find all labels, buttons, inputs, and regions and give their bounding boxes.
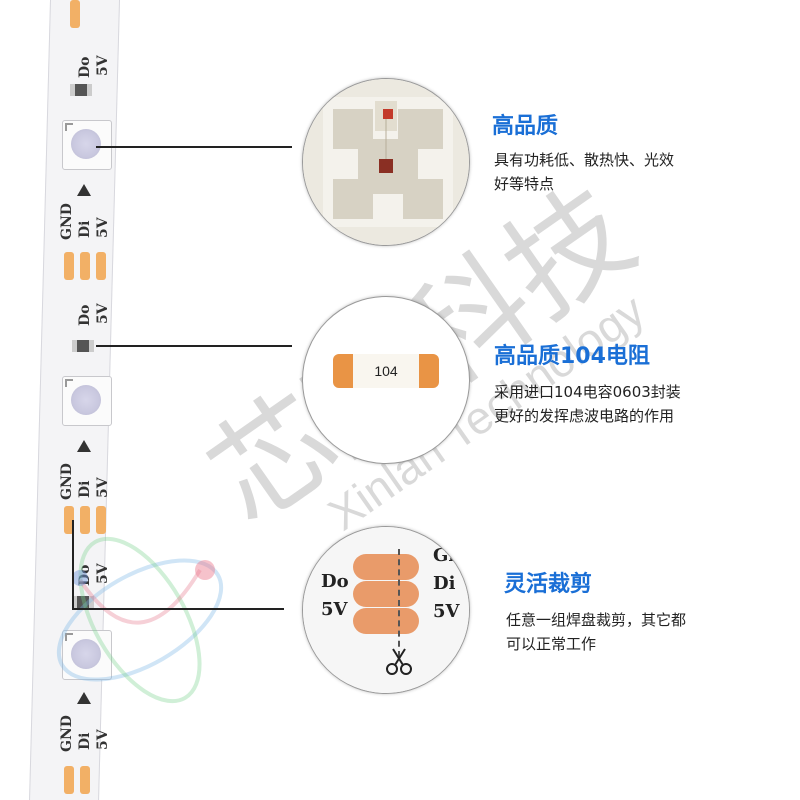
solder-pad (80, 252, 90, 280)
resistor-marking: 104 (353, 354, 419, 388)
cut-pad (353, 581, 419, 607)
solder-pad (70, 0, 80, 28)
connector-line (72, 520, 74, 610)
cut-pad (353, 608, 419, 634)
resistor-104: 104 (333, 354, 439, 388)
connector-line (72, 608, 284, 610)
cut-pad (353, 554, 419, 580)
scissors-icon (386, 648, 412, 675)
solder-pad (64, 766, 74, 794)
silk-label-5v: 5V (95, 217, 111, 238)
silk-label-5v: 5V (95, 477, 111, 498)
silk-label-gnd: GND (59, 463, 75, 500)
pad-label-g: Gl (433, 545, 456, 566)
solder-pad (96, 506, 106, 534)
silk-label-do: Do (77, 304, 93, 326)
pad-label-5v: 5V (321, 599, 348, 620)
led-chip (62, 376, 112, 426)
silk-label-gnd: GND (59, 203, 75, 240)
solder-pad (96, 252, 106, 280)
smd-resistor (72, 596, 94, 608)
feature-desc-cut-line1: 任意一组焊盘裁剪，其它都 (506, 611, 687, 629)
pad-label-di: Di (433, 573, 456, 594)
solder-pad (80, 766, 90, 794)
feature-desc-resistor-line1: 采用进口104电容0603封装 (494, 383, 681, 401)
led-chip (62, 630, 112, 680)
direction-arrow-icon (77, 184, 91, 196)
feature-title-led: 高品质 (492, 114, 559, 139)
resistor-closeup: 104 (302, 296, 470, 464)
feature-desc-led-line2: 好等特点 (494, 175, 555, 193)
smd-resistor (72, 340, 94, 352)
silk-label-5v: 5V (95, 303, 111, 324)
feature-desc-cut-line2: 可以正常工作 (506, 635, 597, 653)
led-chip (62, 120, 112, 170)
silk-label-do: Do (77, 56, 93, 78)
led-chip-icon (303, 79, 469, 245)
led-closeup (302, 78, 470, 246)
silk-label-5v: 5V (95, 55, 111, 76)
solder-pad (64, 506, 74, 534)
connector-line (96, 146, 292, 148)
feature-title-resistor: 高品质104电阻 (494, 344, 650, 369)
silk-label-di: Di (77, 220, 93, 238)
feature-desc-resistor-line2: 更好的发挥虑波电路的作用 (494, 407, 675, 425)
connector-line (96, 345, 292, 347)
watermark-logo-icon (56, 536, 224, 704)
feature-title-cut: 灵活裁剪 (504, 572, 593, 597)
silk-label-di: Di (77, 480, 93, 498)
solder-pad (80, 506, 90, 534)
feature-desc-led-line1: 具有功耗低、散热快、光效 (494, 151, 675, 169)
pad-label-do: Do (321, 571, 349, 592)
pad-label-5v-right: 5V (433, 601, 460, 622)
silk-label-5v: 5V (95, 729, 111, 750)
smd-resistor (70, 84, 92, 96)
direction-arrow-icon (77, 440, 91, 452)
silk-label-di: Di (77, 732, 93, 750)
cut-line (398, 549, 400, 657)
cut-pad-closeup: Do 5V Gl Di 5V (302, 526, 470, 694)
direction-arrow-icon (77, 692, 91, 704)
solder-pad (64, 252, 74, 280)
